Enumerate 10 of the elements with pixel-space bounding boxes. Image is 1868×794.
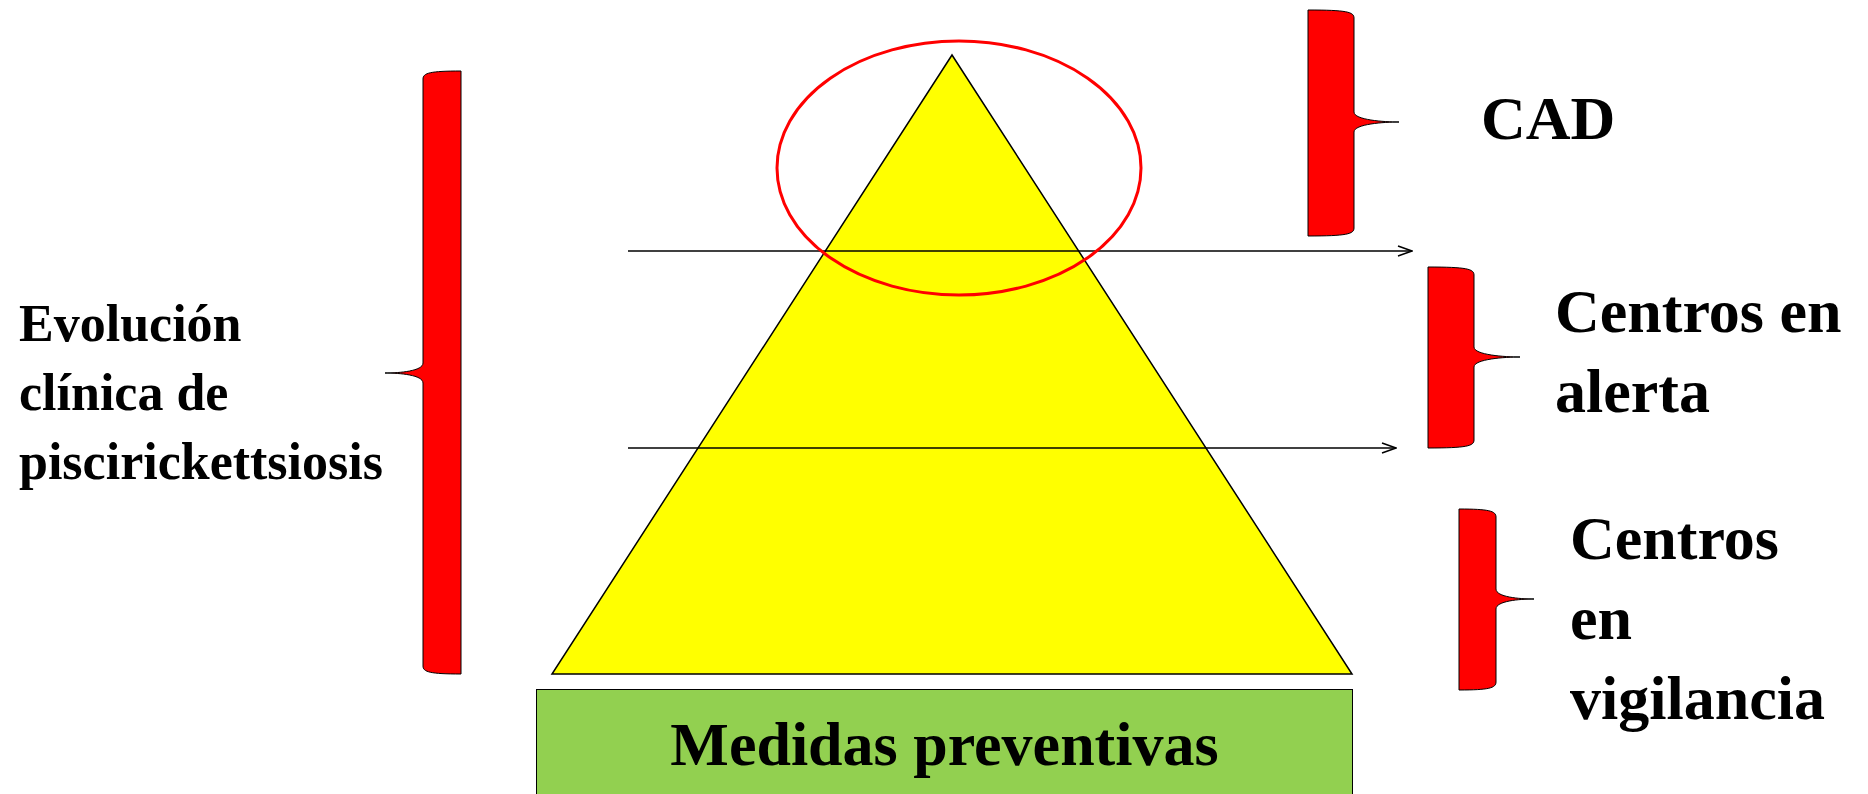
- curly-brace: [1307, 9, 1400, 237]
- node-label: Medidas preventivas: [670, 708, 1219, 780]
- level-label: CAD: [1481, 83, 1617, 154]
- level-label: Centros en alerta: [1555, 276, 1843, 427]
- level-label: Evolución clínica de piscirickettsiosis: [19, 294, 384, 492]
- curly-brace: [1427, 266, 1521, 449]
- level-label: Centros en vigilancia: [1570, 503, 1826, 734]
- base-bar: [536, 689, 1353, 794]
- curly-brace: [1458, 508, 1535, 691]
- curly-brace: [384, 70, 462, 675]
